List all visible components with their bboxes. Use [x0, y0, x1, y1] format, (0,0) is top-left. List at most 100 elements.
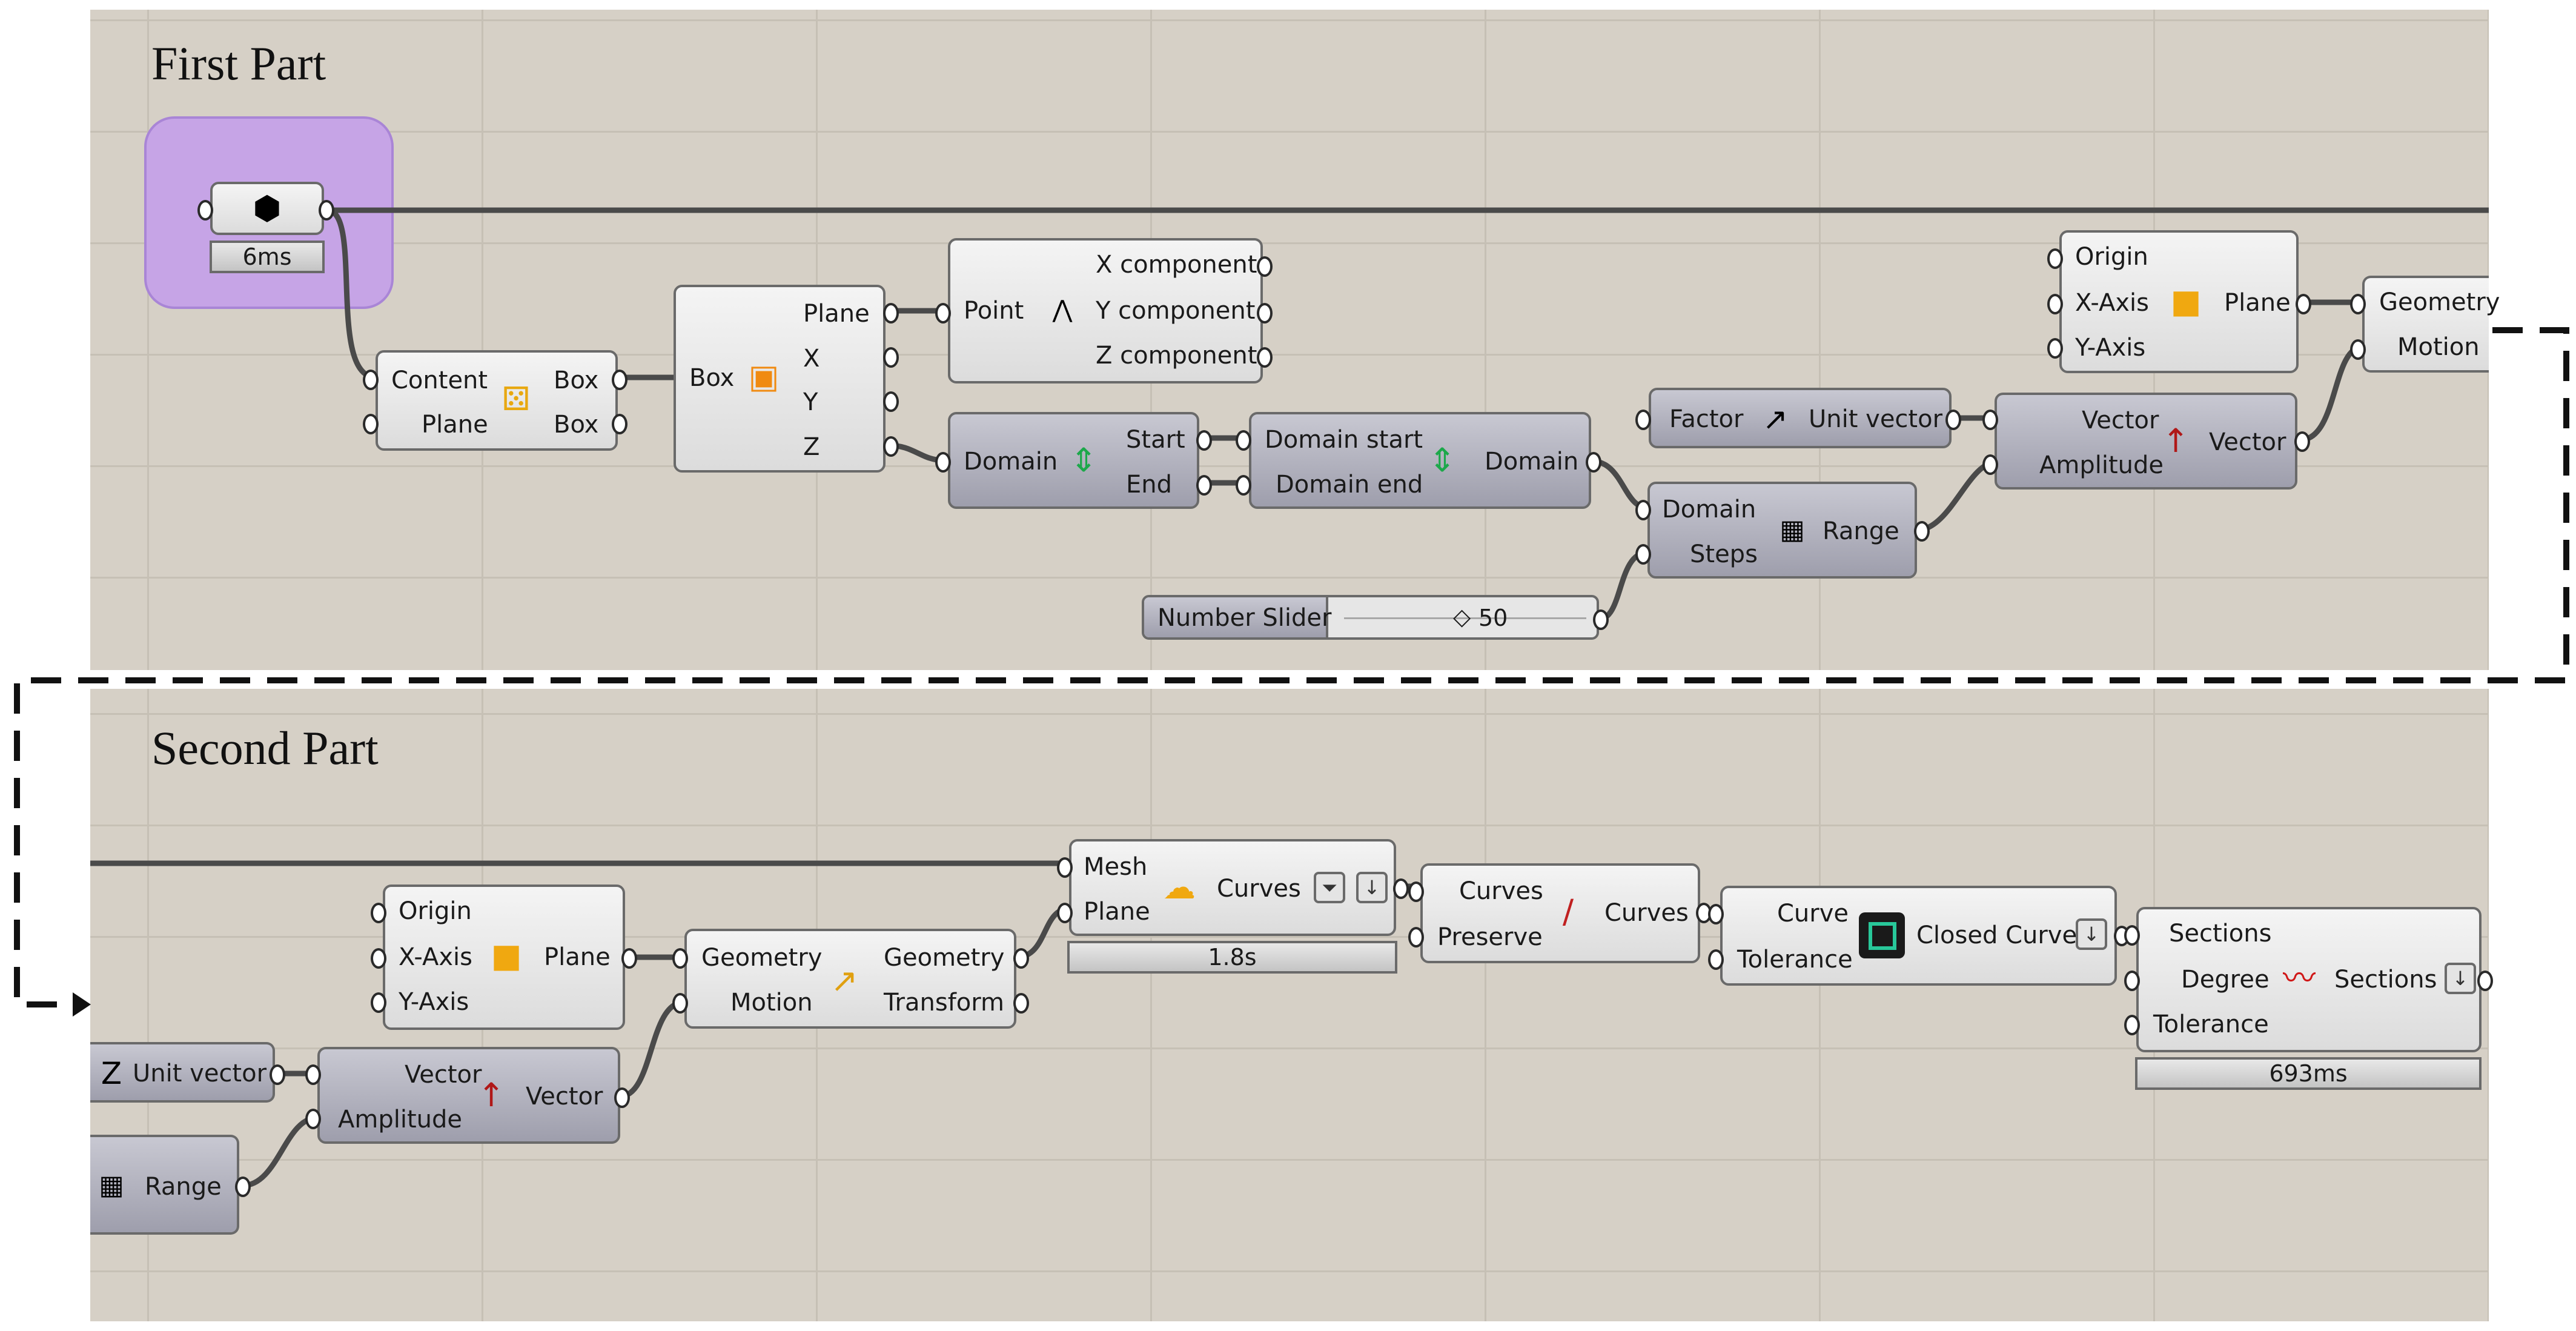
- move2-output-transform: Transform: [884, 989, 1004, 1017]
- plane2-port-plane[interactable]: [621, 948, 637, 969]
- loft-port-sections[interactable]: [2124, 925, 2140, 946]
- amplitude-port-vector-out[interactable]: [2294, 431, 2310, 452]
- contour-component[interactable]: Mesh Plane Curves ☁ ⏷ ↓: [1069, 839, 1396, 936]
- loft-port-degree[interactable]: [2124, 971, 2140, 991]
- plane-port-x-axis[interactable]: [2047, 294, 2063, 314]
- move2-port-geometry[interactable]: [672, 948, 688, 969]
- unit-z-partial-port[interactable]: [270, 1064, 285, 1085]
- move-component-partial[interactable]: Geometry Motion: [2362, 276, 2500, 373]
- contour-port-curves[interactable]: [1393, 878, 1409, 899]
- closed-port-curve[interactable]: [1708, 904, 1724, 924]
- move2-input-geometry: Geometry: [701, 944, 823, 972]
- amplitude-port-amplitude[interactable]: [1982, 454, 1998, 475]
- plane2-port-origin[interactable]: [371, 903, 386, 923]
- loft-flatten-icon[interactable]: ↓: [2445, 963, 2476, 994]
- move-component[interactable]: Geometry Motion Geometry Transform ↗: [684, 929, 1016, 1029]
- amplitude-component[interactable]: Vector Amplitude Vector ↑: [1995, 393, 2297, 490]
- deconstruct-domain-port-domain[interactable]: [935, 452, 951, 473]
- construct-domain-port-end[interactable]: [1236, 475, 1251, 496]
- amplitude2-port-vector-out[interactable]: [614, 1087, 630, 1108]
- plane-component[interactable]: Origin X-Axis Y-Axis Plane ■: [2059, 230, 2299, 373]
- deconstruct-domain-output-end: End: [1126, 471, 1173, 499]
- deconstruct-box-port-z[interactable]: [883, 436, 899, 457]
- range-port-domain[interactable]: [1635, 500, 1651, 520]
- join-port-preserve[interactable]: [1408, 927, 1424, 948]
- contour-input-mesh: Mesh: [1084, 853, 1148, 881]
- move2-port-motion[interactable]: [672, 993, 688, 1014]
- deconstruct-point-port-y[interactable]: [1257, 303, 1273, 324]
- deconstruct-domain-port-start[interactable]: [1196, 430, 1212, 451]
- populate-input-content: Content: [391, 367, 488, 394]
- deconstruct-box-port-plane[interactable]: [883, 303, 899, 324]
- geometry-param-output-port[interactable]: [319, 200, 334, 221]
- deconstruct-point-input-point: Point: [964, 297, 1024, 325]
- plane-port-plane[interactable]: [2296, 294, 2311, 314]
- plane2-port-x-axis[interactable]: [371, 948, 386, 969]
- deconstruct-domain-port-end[interactable]: [1196, 475, 1212, 496]
- deconstruct-box-port-y[interactable]: [883, 391, 899, 412]
- deconstruct-domain-component[interactable]: Domain Start End ⇕: [948, 412, 1199, 509]
- amplitude-icon: ↑: [2162, 422, 2190, 460]
- contour-flatten-icon[interactable]: ↓: [1356, 872, 1388, 903]
- deconstruct-point-port-x[interactable]: [1257, 256, 1273, 277]
- construct-domain-port-start[interactable]: [1236, 430, 1251, 451]
- unit-z-port-factor[interactable]: [1635, 410, 1651, 430]
- deconstruct-point-output-y: Y component: [1096, 297, 1256, 325]
- number-slider-output-port[interactable]: [1593, 609, 1609, 630]
- geometry-param-input-port[interactable]: [197, 200, 213, 221]
- plane2-port-y-axis[interactable]: [371, 992, 386, 1013]
- join-port-curves[interactable]: [1408, 881, 1424, 902]
- range-partial-port[interactable]: [235, 1177, 251, 1197]
- closed-port-tolerance[interactable]: [1708, 949, 1724, 970]
- join-curves-component[interactable]: Curves Preserve Curves ∕: [1420, 863, 1700, 963]
- deconstruct-box-component[interactable]: Box Plane X Y Z ▣: [674, 285, 886, 473]
- move-port-geometry[interactable]: [2350, 294, 2366, 314]
- amplitude2-port-amplitude[interactable]: [305, 1109, 321, 1129]
- plane-port-origin[interactable]: [2047, 248, 2063, 269]
- loft-component[interactable]: Sections Degree Tolerance Sections 〰 ↓: [2136, 907, 2482, 1052]
- move2-port-geometry-out[interactable]: [1013, 948, 1029, 969]
- unit-z-component[interactable]: Factor Unit vector ↗: [1649, 388, 1952, 448]
- deconstruct-domain-output-start: Start: [1126, 426, 1185, 454]
- contour-port-mesh[interactable]: [1057, 857, 1073, 878]
- loft-input-degree: Degree: [2181, 966, 2270, 994]
- deconstruct-point-port-z[interactable]: [1257, 347, 1273, 368]
- deconstruct-box-port-x[interactable]: [883, 347, 899, 368]
- plane-output-plane: Plane: [2224, 289, 2291, 317]
- amplitude-component-2[interactable]: Vector Amplitude Vector ↑: [317, 1047, 620, 1144]
- contour-port-plane[interactable]: [1057, 903, 1073, 923]
- deconstruct-point-component[interactable]: Point X component Y component Z componen…: [948, 238, 1263, 383]
- loft-port-tolerance[interactable]: [2124, 1015, 2140, 1035]
- populate-port-content[interactable]: [363, 370, 379, 390]
- amplitude-port-vector[interactable]: [1982, 410, 1998, 430]
- amplitude2-port-vector[interactable]: [305, 1064, 321, 1085]
- loft-port-sections-out[interactable]: [2477, 971, 2493, 991]
- closed-curve-flatten-icon[interactable]: ↓: [2076, 918, 2107, 950]
- closed-curve-component[interactable]: Curve Tolerance Closed Curve ↓: [1720, 886, 2117, 986]
- contour-filter-icon[interactable]: ⏷: [1314, 872, 1345, 903]
- xyz-icon: ⋀: [1052, 296, 1073, 324]
- populate-component[interactable]: Content Plane Box Box ⚄: [376, 350, 618, 451]
- construct-domain-port-domain[interactable]: [1586, 452, 1601, 473]
- unit-z-port-unit-vector[interactable]: [1945, 410, 1961, 430]
- range-component[interactable]: Domain Steps Range ▦: [1647, 482, 1917, 579]
- loft-icon: 〰: [2283, 959, 2316, 997]
- move-port-motion[interactable]: [2350, 339, 2366, 360]
- construct-domain-component[interactable]: Domain start Domain end Domain ⇕: [1249, 412, 1591, 509]
- plane-component-2[interactable]: Origin X-Axis Y-Axis Plane ■: [383, 885, 625, 1030]
- deconstruct-point-port-point[interactable]: [935, 303, 951, 324]
- range-port-range[interactable]: [1914, 521, 1930, 542]
- range-port-steps[interactable]: [1635, 544, 1651, 565]
- number-slider[interactable]: Number Slider ◇ 50: [1142, 595, 1599, 640]
- geometry-param[interactable]: ⬢: [210, 182, 324, 235]
- move2-port-transform[interactable]: [1013, 993, 1029, 1014]
- populate-port-plane[interactable]: [363, 414, 379, 434]
- move-icon: ↗: [830, 961, 858, 1000]
- unit-z-partial[interactable]: Z Unit vector: [90, 1042, 275, 1103]
- domain-split-icon: ⇕: [1070, 441, 1098, 479]
- plane-port-y-axis[interactable]: [2047, 338, 2063, 359]
- populate-port-box-2[interactable]: [612, 414, 627, 434]
- populate-port-box[interactable]: [612, 370, 627, 390]
- range-partial[interactable]: ▦ Range: [90, 1135, 239, 1235]
- number-slider-knob[interactable]: ◇: [1453, 603, 1471, 630]
